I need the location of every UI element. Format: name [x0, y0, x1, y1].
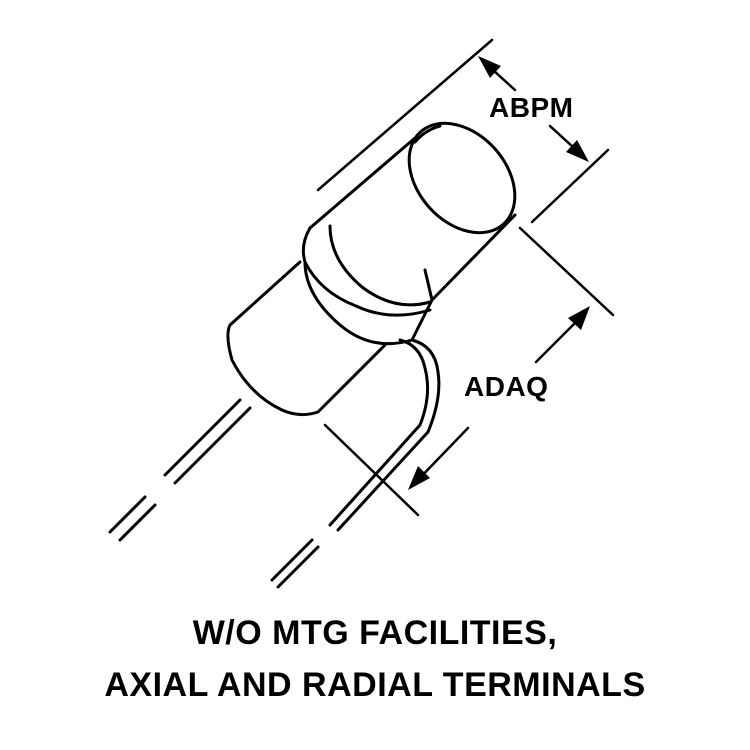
extension-line-top-right — [530, 148, 610, 224]
capacitor-end-cap — [407, 121, 517, 235]
arrowhead-abpm-top — [478, 56, 501, 78]
capacitor-end-cap-rim — [413, 124, 442, 144]
capacitor-body-upper — [308, 136, 517, 302]
arrowhead-adaq-top — [568, 306, 590, 330]
dimension-label-abpm: ABPM — [489, 92, 574, 123]
extension-line-side-upper — [518, 226, 615, 317]
capacitor-band-inner — [328, 224, 432, 307]
radial-terminal — [328, 338, 441, 532]
caption-line-2: AXIAL AND RADIAL TERMINALS — [104, 666, 646, 704]
capacitor-band — [301, 226, 434, 346]
capacitor-band-groove — [303, 260, 432, 317]
dimension-label-adaq: ADAQ — [464, 371, 549, 402]
radial-terminal-break-1 — [270, 538, 320, 589]
axial-terminal-break-1 — [108, 495, 157, 542]
caption-line-1: W/O MTG FACILITIES, — [192, 614, 558, 652]
capacitor-body-lower — [226, 260, 387, 417]
axial-terminal — [163, 398, 252, 485]
arrowhead-abpm-bottom — [566, 140, 589, 162]
arrowhead-adaq-bottom — [408, 466, 430, 490]
extension-line-top-left — [316, 38, 494, 192]
extension-line-side-lower — [323, 423, 420, 517]
